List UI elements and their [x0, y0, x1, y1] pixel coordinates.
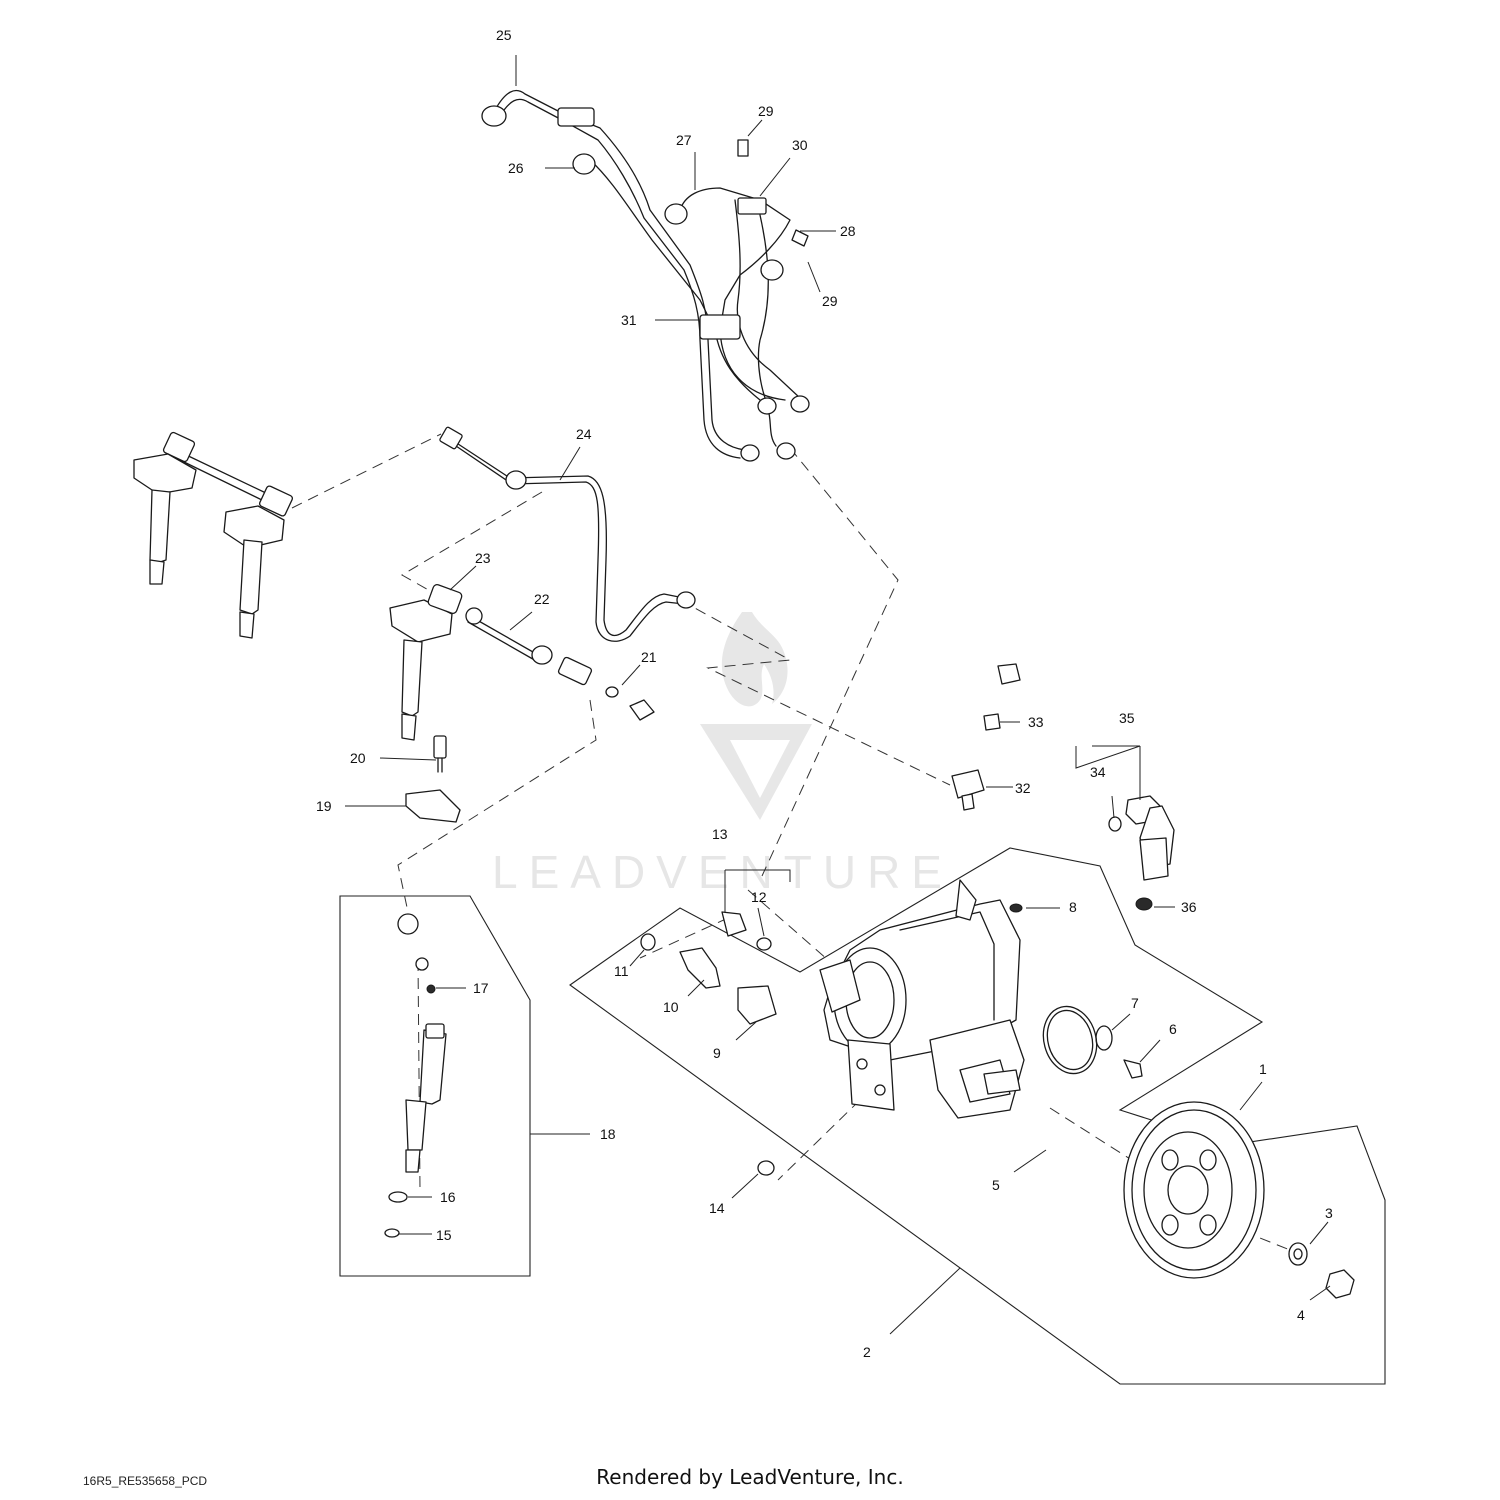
callout-27: 27	[676, 132, 692, 148]
callout-32: 32	[1015, 780, 1031, 796]
callout-11: 11	[614, 963, 629, 979]
callout-numbers: 1 2 3 4 5 6 7 8 9 10 11 12 13 14 15 16 1…	[316, 27, 1333, 1360]
injector-assembly	[384, 913, 447, 1238]
callout-13: 13	[712, 826, 728, 842]
right-small-parts	[951, 663, 1175, 911]
callout-1: 1	[1259, 1061, 1267, 1077]
fuel-line-24	[439, 426, 696, 642]
document-code: 16R5_RE535658_PCD	[83, 1474, 208, 1488]
callout-5: 5	[992, 1177, 1000, 1193]
callout-35: 35	[1119, 710, 1135, 726]
callout-30: 30	[792, 137, 808, 153]
callout-15: 15	[436, 1227, 452, 1243]
callout-16: 16	[440, 1189, 456, 1205]
rendered-by-footer: Rendered by LeadVenture, Inc.	[596, 1465, 904, 1489]
callout-12: 12	[751, 889, 767, 905]
box-pump-assembly	[569, 847, 1386, 1385]
callout-3: 3	[1325, 1205, 1333, 1221]
gear-assembly	[1042, 1005, 1355, 1299]
box-injector-assembly	[339, 895, 531, 1277]
callout-20: 20	[350, 750, 366, 766]
callout-36: 36	[1181, 899, 1197, 915]
pump-sensor-parts	[640, 903, 1023, 1176]
watermark-logo	[700, 612, 812, 820]
callout-4: 4	[1297, 1307, 1305, 1323]
callout-33: 33	[1028, 714, 1044, 730]
callout-26: 26	[508, 160, 524, 176]
callout-29-bottom: 29	[822, 293, 838, 309]
callout-2: 2	[863, 1344, 871, 1360]
callout-6: 6	[1169, 1021, 1177, 1037]
callout-8: 8	[1069, 899, 1077, 915]
callout-23: 23	[475, 550, 491, 566]
callout-14: 14	[709, 1200, 725, 1216]
callout-31: 31	[621, 312, 637, 328]
dashed-routing-lines	[291, 433, 1291, 1251]
callout-29-top: 29	[758, 103, 774, 119]
upper-injectors	[133, 431, 294, 639]
callout-34: 34	[1090, 764, 1106, 780]
callout-24: 24	[576, 426, 592, 442]
fuel-injection-pump	[819, 879, 1025, 1119]
callout-9: 9	[713, 1045, 721, 1061]
callout-28: 28	[840, 223, 856, 239]
fuel-line-harness	[481, 89, 810, 462]
callout-21: 21	[641, 649, 657, 665]
leader-lines	[345, 55, 1331, 1335]
callout-18: 18	[600, 1126, 616, 1142]
callout-10: 10	[663, 999, 679, 1015]
callout-22: 22	[534, 591, 550, 607]
callout-17: 17	[473, 980, 489, 996]
callout-19: 19	[316, 798, 332, 814]
watermark-text: LEADVENTURE	[492, 846, 953, 898]
callout-25: 25	[496, 27, 512, 43]
callout-7: 7	[1131, 995, 1139, 1011]
